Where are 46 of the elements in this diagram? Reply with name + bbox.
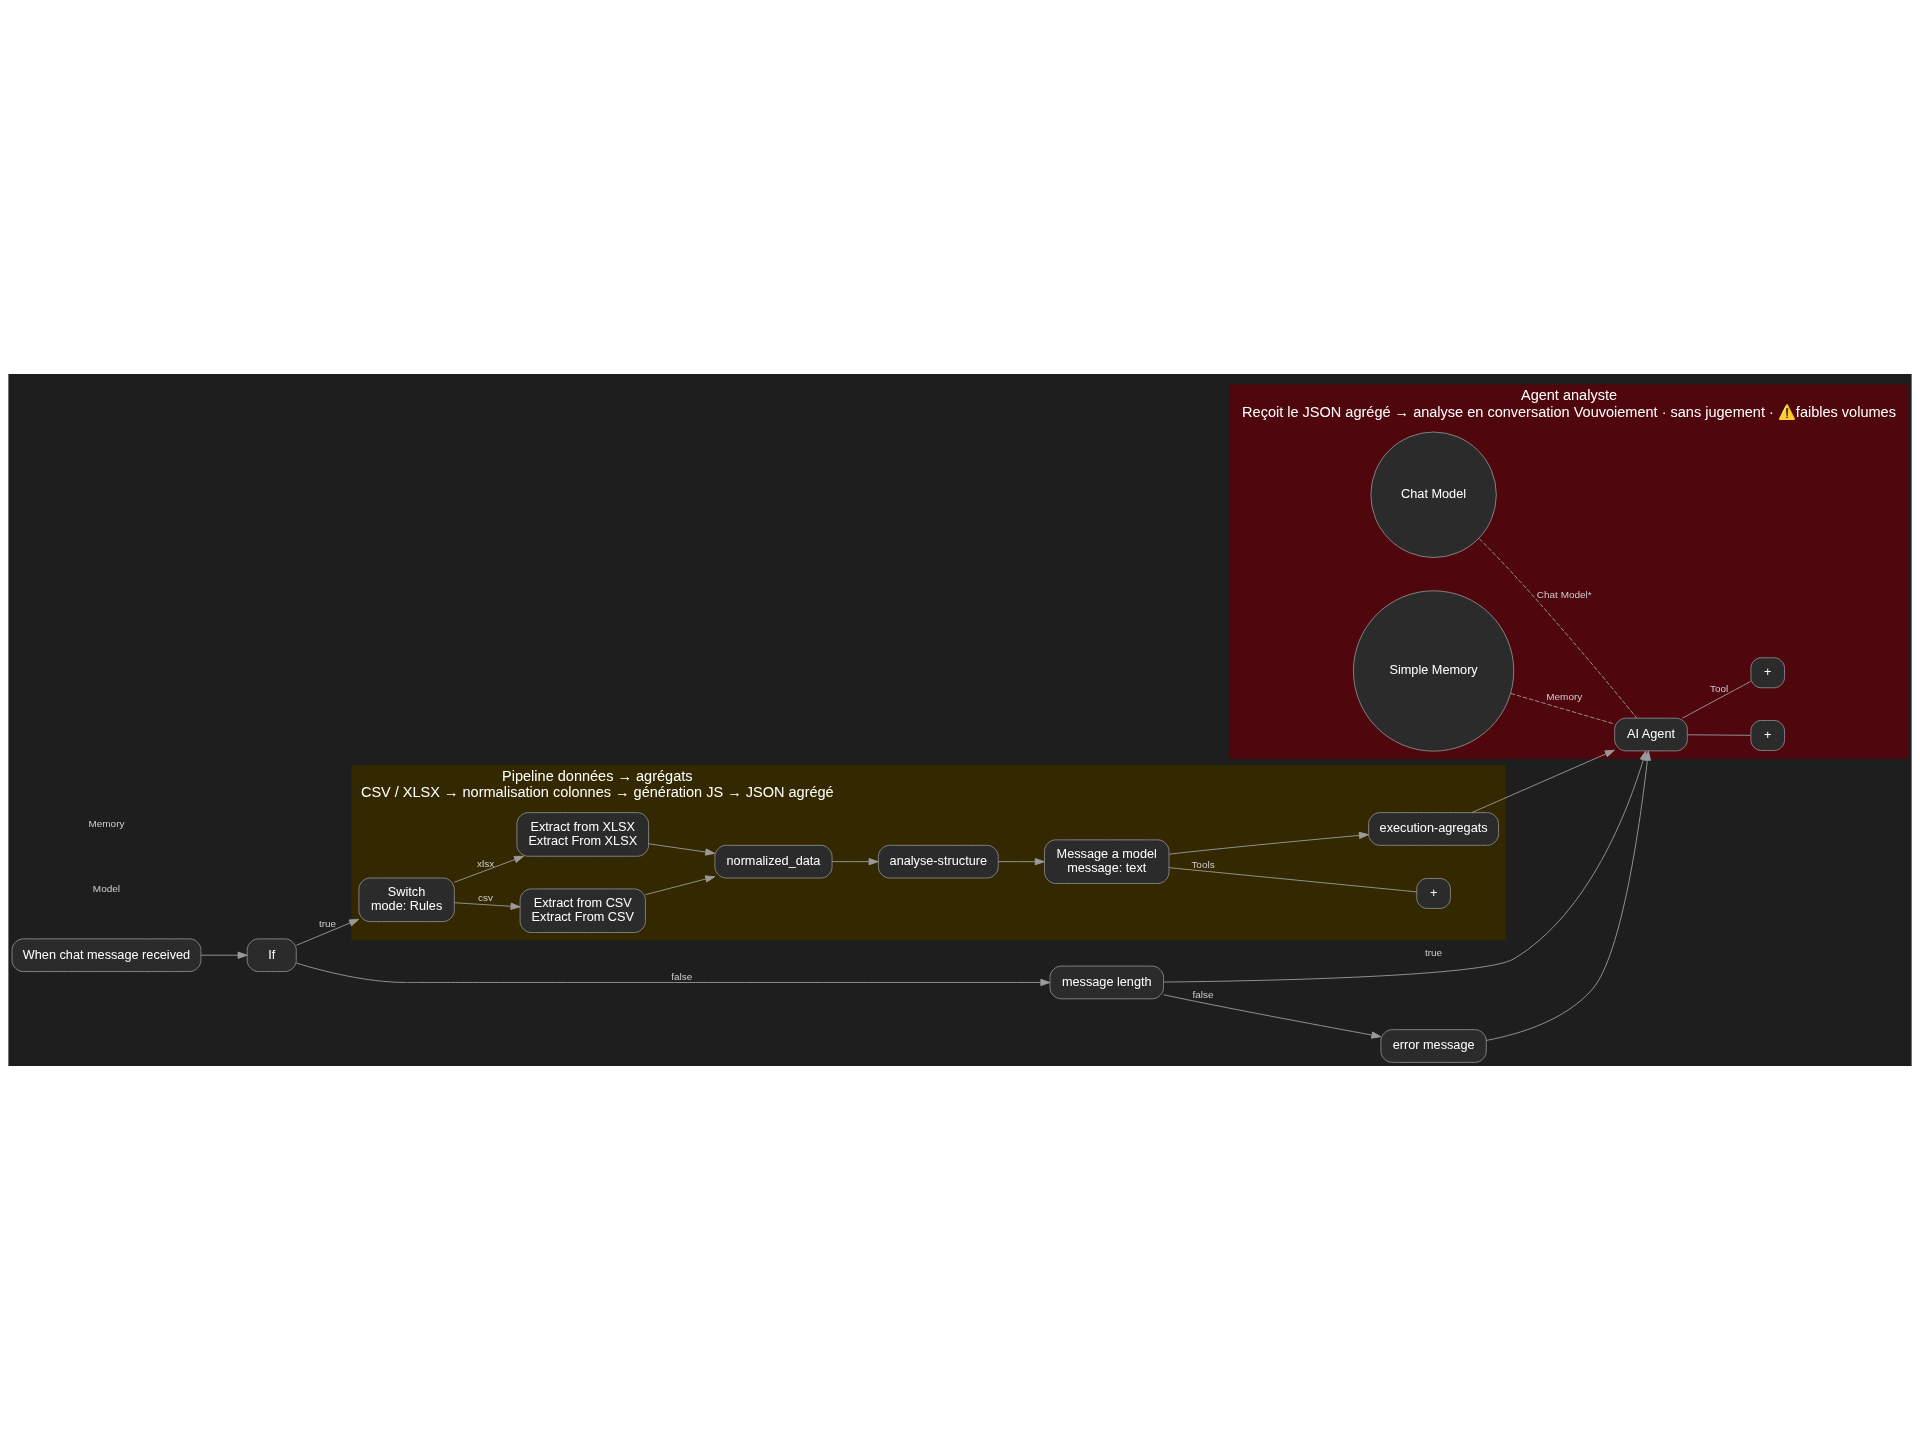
connector bbox=[1478, 538, 1638, 719]
node-circle: Chat Model bbox=[1370, 431, 1497, 558]
connector bbox=[1168, 867, 1418, 893]
node-box: error message bbox=[1380, 1029, 1487, 1063]
edge-label: true bbox=[1425, 946, 1443, 958]
edge-label: Tool bbox=[1709, 682, 1729, 694]
node-box: Extract from XLSX Extract From XLSX bbox=[516, 812, 650, 857]
edge-label: false bbox=[671, 970, 693, 982]
node-box: execution-agregats bbox=[1368, 812, 1499, 846]
node-box: + bbox=[1416, 878, 1451, 909]
connector bbox=[1681, 680, 1752, 719]
connector bbox=[1510, 693, 1616, 725]
edge-label: Memory bbox=[1546, 690, 1583, 702]
edge-label: xlsx bbox=[477, 857, 495, 869]
node-box: Extract from CSV Extract From CSV bbox=[519, 888, 646, 933]
arrow bbox=[1471, 749, 1615, 813]
arrow bbox=[1163, 994, 1382, 1039]
arrow bbox=[997, 858, 1045, 866]
edge-label: csv bbox=[478, 892, 494, 904]
edge-label: Tools bbox=[1191, 858, 1215, 870]
edge-label: false bbox=[1192, 988, 1214, 1000]
arrow bbox=[295, 962, 1051, 987]
label: Model bbox=[92, 883, 121, 895]
label: Memory bbox=[88, 817, 125, 829]
edge-label: true bbox=[318, 917, 337, 929]
node-box: When chat message received bbox=[11, 938, 202, 972]
connector bbox=[1687, 734, 1752, 736]
node-box: Message a model message: text bbox=[1044, 839, 1170, 884]
node-box: + bbox=[1750, 657, 1785, 689]
arrow bbox=[648, 843, 716, 856]
node-box: analyse-structure bbox=[877, 844, 999, 879]
node-circle: Simple Memory bbox=[1352, 590, 1515, 752]
node-box: normalized_data bbox=[714, 844, 833, 879]
edge-label: Chat Model* bbox=[1536, 589, 1592, 601]
node-box: AI Agent bbox=[1614, 717, 1688, 752]
arrow bbox=[200, 951, 248, 959]
node-box: message length bbox=[1049, 965, 1164, 1000]
arrow bbox=[645, 875, 716, 896]
arrow bbox=[1168, 831, 1369, 855]
arrow bbox=[295, 918, 360, 946]
arrow bbox=[454, 902, 521, 910]
arrow bbox=[831, 858, 879, 866]
node-box: Switch mode: Rules bbox=[358, 877, 455, 923]
node-box: + bbox=[1750, 720, 1785, 751]
node-box: If bbox=[246, 938, 297, 972]
arrow bbox=[454, 855, 525, 883]
